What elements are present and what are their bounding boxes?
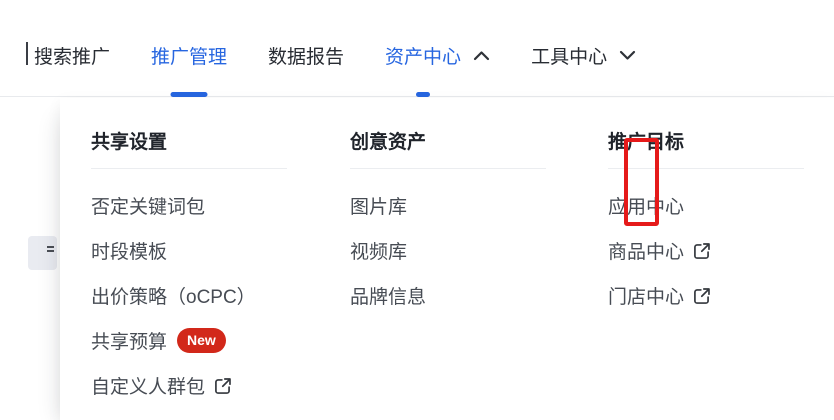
column-title: 创意资产 <box>350 132 427 153</box>
chevron-down-icon <box>619 50 636 61</box>
top-navigation: 搜索推广 推广管理 数据报告 资产中心 工具中心 <box>0 0 834 97</box>
nav-tab-label: 搜索推广 <box>34 46 111 68</box>
nav-tab-4[interactable]: 资产中心 <box>385 42 490 97</box>
nav-tab-label: 工具中心 <box>531 46 608 68</box>
external-link-icon <box>214 377 232 395</box>
column-divider <box>608 168 804 169</box>
dropdown-column-3: 推广目标 应用中心 商品中心 门店中心 <box>608 98 804 318</box>
active-tab-underline <box>170 91 208 97</box>
menu-item-label: 商品中心 <box>608 242 685 263</box>
nav-tab-1[interactable]: 搜索推广 <box>34 42 110 69</box>
new-badge: New <box>177 328 226 353</box>
column-title: 共享设置 <box>91 132 168 153</box>
column-divider <box>350 168 546 169</box>
menu-item[interactable]: 视频库 <box>350 228 546 273</box>
menu-item-label: 出价策略（oCPC） <box>91 287 256 308</box>
menu-item[interactable]: 否定关键词包 <box>91 183 287 228</box>
menu-item-label: 门店中心 <box>608 287 685 308</box>
menu-item-label: 自定义人群包 <box>91 377 206 398</box>
external-link-icon <box>693 287 711 305</box>
menu-item[interactable]: 商品中心 <box>608 228 804 273</box>
column-divider <box>91 168 287 169</box>
chevron-up-icon <box>473 50 490 61</box>
nav-left-divider <box>26 42 28 65</box>
nav-tabs: 搜索推广 推广管理 数据报告 资产中心 工具中心 <box>34 42 677 97</box>
menu-item[interactable]: 共享预算 New <box>91 318 287 363</box>
nav-tab-label: 推广管理 <box>151 46 228 68</box>
nav-tab-3[interactable]: 数据报告 <box>268 42 344 69</box>
menu-item-label: 图片库 <box>350 197 408 218</box>
menu-item-label: 否定关键词包 <box>91 197 206 218</box>
menu-item-label: 共享预算 <box>91 332 168 353</box>
nav-tab-label: 资产中心 <box>385 46 462 68</box>
menu-item[interactable]: 门店中心 <box>608 273 804 318</box>
menu-item[interactable]: 自定义人群包 <box>91 363 287 408</box>
menu-item[interactable]: 图片库 <box>350 183 546 228</box>
menu-item-label: 时段模板 <box>91 242 168 263</box>
menu-item[interactable]: 时段模板 <box>91 228 287 273</box>
external-link-icon <box>693 242 711 260</box>
menu-item[interactable]: 应用中心 <box>608 183 804 228</box>
menu-item[interactable]: 出价策略（oCPC） <box>91 273 287 318</box>
active-tab-underline <box>416 91 431 97</box>
background-button-fragment <box>28 236 57 270</box>
dropdown-column-2: 创意资产 图片库 视频库 品牌信息 <box>350 98 546 318</box>
asset-center-dropdown: 共享设置 否定关键词包 时段模板 出价策略（oCPC） 共享预算 New 自定义人… <box>60 98 834 420</box>
nav-tab-2[interactable]: 推广管理 <box>151 42 228 97</box>
menu-item-label: 视频库 <box>350 242 408 263</box>
column-title: 推广目标 <box>608 132 685 153</box>
menu-item-label: 品牌信息 <box>350 287 427 308</box>
dropdown-column-1: 共享设置 否定关键词包 时段模板 出价策略（oCPC） 共享预算 New 自定义人… <box>91 98 287 408</box>
nav-tab-5[interactable]: 工具中心 <box>531 42 636 69</box>
menu-item[interactable]: 品牌信息 <box>350 273 546 318</box>
nav-tab-label: 数据报告 <box>268 46 345 68</box>
menu-item-label: 应用中心 <box>608 197 685 218</box>
